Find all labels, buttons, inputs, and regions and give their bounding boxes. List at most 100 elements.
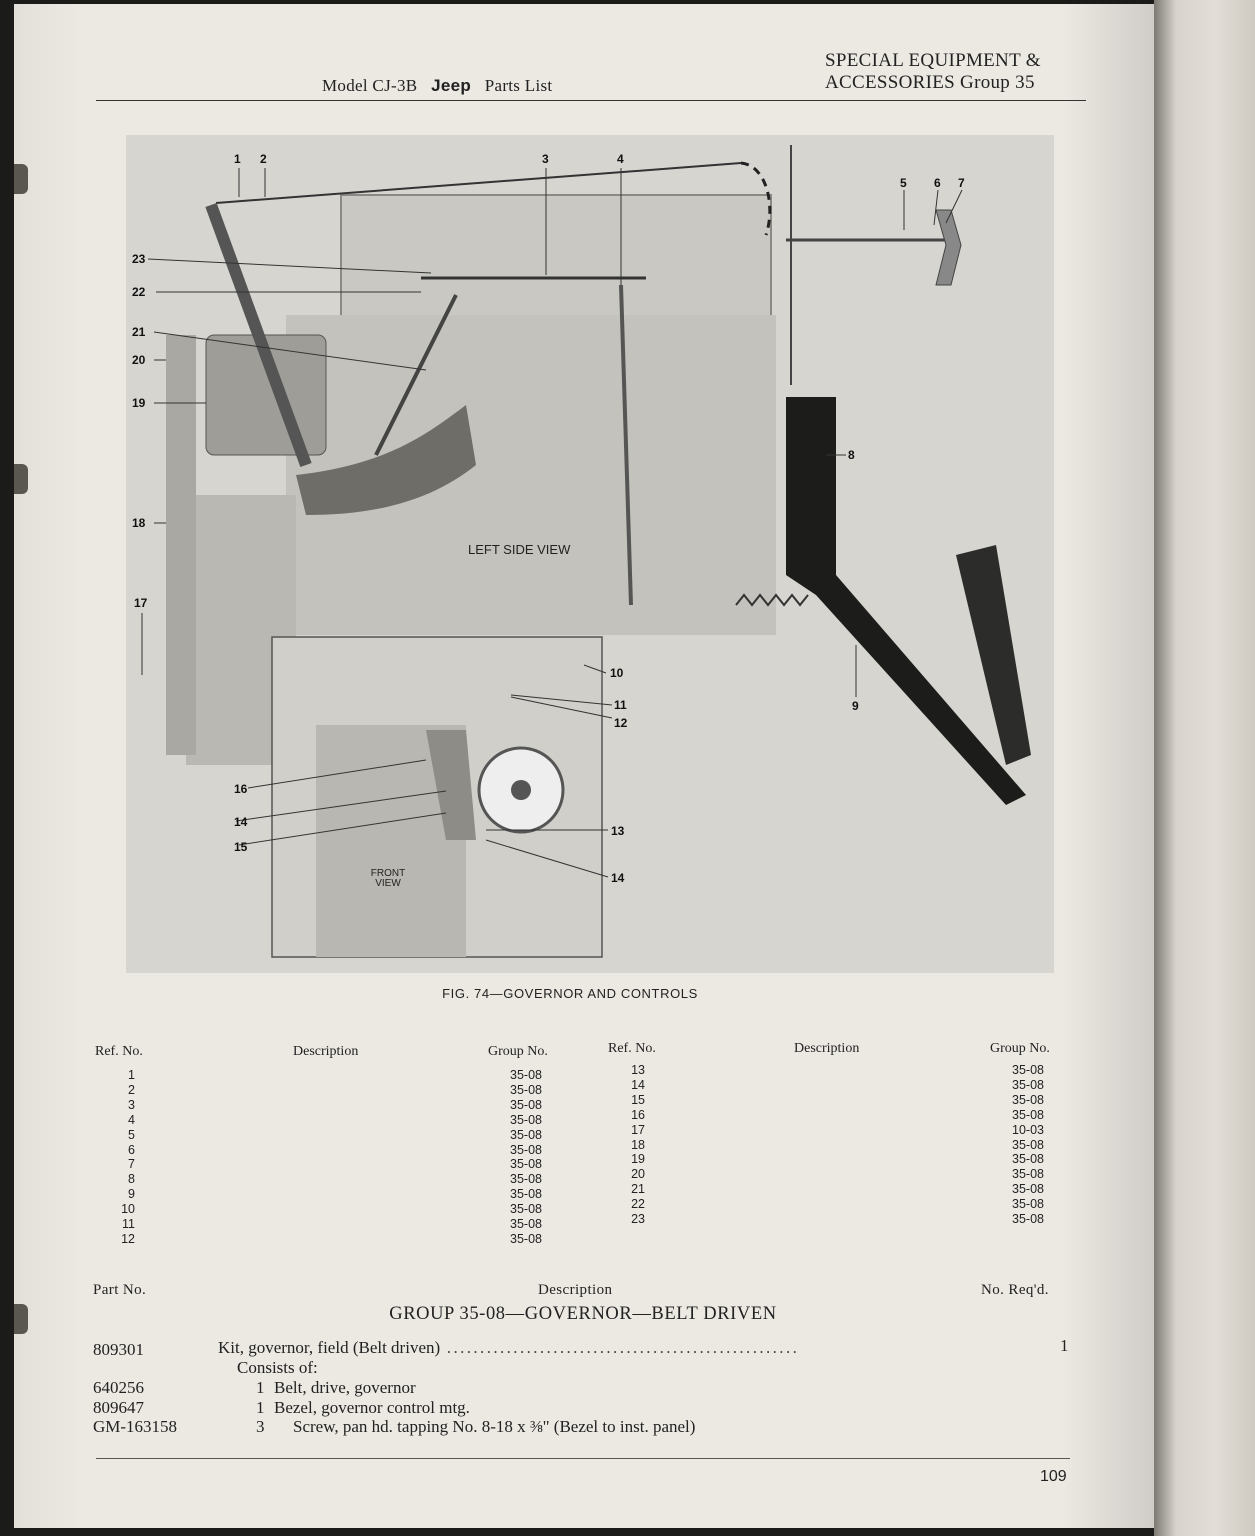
ref-group-number: 35-08 <box>510 1231 542 1246</box>
ref-group-number: 35-08 <box>510 1217 542 1231</box>
ref-row: 9Stop, accelerator link ................… <box>105 1187 555 1202</box>
callout-2: 2 <box>260 152 267 166</box>
intake-pipe-shape <box>296 405 476 515</box>
ref-group-number: 35-08 <box>510 1068 542 1082</box>
callout-14: 14 <box>234 815 248 829</box>
ref-group-number: 35-08 <box>1012 1092 1044 1107</box>
section-title-line1: SPECIAL EQUIPMENT & <box>825 50 1041 71</box>
component-description: Screw, pan hd. tapping No. 8-18 x ⅜" (Be… <box>293 1417 696 1436</box>
ref-no-header-right: Ref. No. <box>608 1041 656 1056</box>
ref-group-number: 10-03 <box>1012 1122 1044 1137</box>
ref-row: 7Bezel, control ........................… <box>105 1157 555 1172</box>
ref-number: 8 <box>128 1172 135 1187</box>
governor-cable <box>215 162 742 204</box>
ref-number: 7 <box>128 1157 135 1172</box>
footer-rule <box>96 1458 1070 1459</box>
ref-group-number: 35-08 <box>1012 1063 1044 1077</box>
callout-14-front: 14 <box>611 871 625 885</box>
header-rule <box>96 100 1086 101</box>
governor-lever <box>205 202 312 468</box>
ref-group-number: 35-08 <box>1012 1182 1044 1197</box>
binder-hole <box>14 164 28 194</box>
callout-11: 11 <box>614 698 627 712</box>
callout-16: 16 <box>234 782 248 796</box>
ref-number: 16 <box>631 1107 645 1122</box>
ref-group-number: 35-08 <box>1012 1077 1044 1092</box>
governor-illustration: 1 2 3 4 5 6 7 8 9 10 11 12 13 14 14 15 1… <box>126 135 1054 973</box>
ref-number: 11 <box>122 1217 135 1231</box>
ref-number: 15 <box>631 1092 645 1107</box>
ref-number: 21 <box>631 1182 645 1197</box>
ref-group-number: 35-08 <box>1012 1137 1044 1152</box>
ref-row: 23Washer, plain, ¹¹⁄₃₂" x ⅝" x ¹⁄₁₆" ...… <box>615 1212 1065 1227</box>
ref-row: 17Pulley, fan drive ....................… <box>615 1123 1065 1138</box>
ref-number: 1 <box>128 1068 135 1082</box>
group-no-header-right: Group No. <box>990 1041 1050 1056</box>
ref-group-number: 35-08 <box>510 1157 542 1172</box>
ref-group-number: 35-08 <box>510 1127 542 1142</box>
ref-row: 14Washer, plain, ⅜" ....................… <box>615 1078 1065 1093</box>
callout-4: 4 <box>617 152 624 166</box>
ref-row: 2Nut, hex. ¼"-28 .......................… <box>105 1083 555 1098</box>
ref-number: 3 <box>128 1097 135 1112</box>
illustration-drawing: 1 2 3 4 5 6 7 8 9 10 11 12 13 14 14 15 1… <box>132 145 1031 958</box>
callout-6: 6 <box>934 176 941 190</box>
ref-group-number: 35-08 <box>510 1112 542 1127</box>
ref-group-number: 35-08 <box>510 1172 542 1187</box>
callout-1: 1 <box>234 152 241 166</box>
ref-group-number: 35-08 <box>1012 1212 1044 1226</box>
pedal-arm-shape <box>786 397 1026 805</box>
binder-hole <box>14 464 28 494</box>
kit-description: Kit, governor, field (Belt driven) .....… <box>218 1338 800 1357</box>
ref-row: 13Stud, ⅜"-16 x 2⁵⁄₁₆" (Manifold stud) .… <box>615 1063 1065 1078</box>
ref-number: 23 <box>631 1212 645 1226</box>
ref-number: 20 <box>631 1167 645 1182</box>
ref-number: 10 <box>121 1202 135 1217</box>
ref-row: 8Rod, accelerator, bell crank ..........… <box>105 1172 555 1187</box>
description-header-left: Description <box>293 1044 359 1059</box>
ref-group-number: 35-08 <box>510 1202 542 1217</box>
component-quantity: 1 <box>256 1378 265 1397</box>
callout-22: 22 <box>132 285 146 299</box>
callout-18: 18 <box>132 516 146 530</box>
ref-row: 16Bracket, support .....................… <box>615 1108 1065 1123</box>
ref-row: 15Screw and lockwasher, ⅜"-24 ..........… <box>615 1093 1065 1108</box>
left-side-view-label: LEFT SIDE VIEW <box>468 542 571 557</box>
pedal-pad-shape <box>956 545 1031 765</box>
ref-row: 1Yoke, adjusting .......................… <box>105 1068 555 1083</box>
ref-row: 20Pulley, drive, governor ..............… <box>615 1167 1065 1182</box>
callout-10: 10 <box>610 666 624 680</box>
callout-21: 21 <box>132 325 146 339</box>
page-number: 109 <box>1040 1468 1067 1485</box>
parts-description-header: Description <box>538 1282 613 1298</box>
ref-row: 6Screw, pan hd. No. 8-18 x ⅜" ..........… <box>105 1143 555 1158</box>
ref-row: 10Pin, clevis, ¼" ......................… <box>105 1202 555 1217</box>
ref-row: 18Belt, drive, governor ................… <box>615 1138 1065 1153</box>
model-label: Model CJ-3B <box>322 76 418 95</box>
callout-9: 9 <box>852 699 859 713</box>
ref-number: 9 <box>128 1187 135 1202</box>
callout-8: 8 <box>848 448 855 462</box>
pulley-shaft-shape <box>166 335 196 755</box>
kit-quantity: 1 <box>1060 1336 1069 1355</box>
ref-number: 22 <box>631 1197 645 1212</box>
leader-lines <box>141 168 963 878</box>
cable-dashed-route <box>740 161 772 236</box>
description-header-right: Description <box>794 1041 860 1056</box>
air-cleaner-shape <box>340 194 772 326</box>
component-part-number: 809647 <box>93 1397 144 1417</box>
callout-17: 17 <box>134 596 148 610</box>
ref-row: 4Block, adjusting ......................… <box>105 1113 555 1128</box>
parts-list-label: Parts List <box>484 76 553 95</box>
consists-of-label: Consists of: <box>237 1358 318 1377</box>
ref-number: 2 <box>128 1082 135 1097</box>
ref-group-number: 35-08 <box>1012 1152 1044 1167</box>
ref-number: 6 <box>128 1142 135 1157</box>
governor-rod <box>374 294 458 456</box>
ref-group-number: 35-08 <box>510 1097 542 1112</box>
ref-row: 5Control, governor .....................… <box>105 1128 555 1143</box>
callout-labels: 1 2 3 4 5 6 7 8 9 10 11 12 13 14 14 15 1… <box>132 152 965 885</box>
control-knob-shape <box>935 209 962 286</box>
brand-label: Jeep <box>431 76 472 95</box>
accelerator-rod <box>619 284 633 606</box>
